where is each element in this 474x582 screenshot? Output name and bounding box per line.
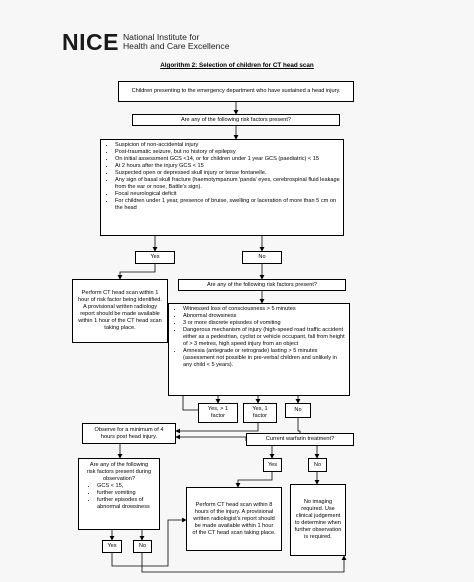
risk-factor-1-item: Suspected open or depressed skull injury…	[115, 170, 341, 177]
no-box-2: No	[285, 403, 311, 418]
yes-1-factor-label: Yes, 1 factor	[252, 406, 268, 419]
risk-factor-1-item: Any sign of basal skull fracture (haemot…	[115, 177, 341, 191]
no-box-3: No	[308, 458, 327, 472]
no-imaging-text: No imaging required. Use clinical judgem…	[294, 499, 342, 540]
connector-yes3-ct2	[235, 472, 273, 488]
observation-risk-list: GCS < 15, further vomiting further episo…	[81, 483, 157, 511]
risk-factor-2-item: 3 or more discrete episodes of vomiting	[183, 320, 347, 327]
yes-more-than-1-factor-box: Yes, > 1 factor	[198, 403, 238, 423]
logo-org-line2: Health and Care Excellence	[122, 41, 230, 51]
question-2-box: Are any of the following risk factors pr…	[178, 279, 346, 291]
risk-factor-1-item: Suspicion of non-accidental injury	[115, 142, 341, 149]
ct-scan-1-hour-box: Perform CT head scan within 1 hour of ri…	[72, 279, 168, 343]
no-box-4: No	[133, 540, 152, 553]
observe-box: Observe for a minimum of 4 hours post he…	[82, 423, 176, 444]
yes-more-than-1-factor-label: Yes, > 1 factor	[207, 406, 229, 419]
no-box-1: No	[242, 251, 282, 264]
nice-logo: NICE National Institute for Health and C…	[62, 30, 229, 54]
no-label-4: No	[138, 543, 147, 549]
risk-factor-1-item: Post-traumatic seizure, but no history o…	[115, 149, 341, 156]
observe-text: Observe for a minimum of 4 hours post he…	[94, 426, 164, 440]
yes-label-1: Yes	[150, 254, 160, 260]
no-label-2: No	[294, 407, 302, 413]
warfarin-box: Current warfarin treatment?	[246, 433, 354, 446]
question-1-box: Are any of the following risk factors pr…	[132, 114, 340, 126]
risk-factors-1-list: Suspicion of non-accidental injury Post-…	[103, 142, 341, 212]
observation-risk-item: GCS < 15,	[97, 483, 157, 490]
risk-factors-2-box: Witnessed loss of consciousness > 5 minu…	[168, 303, 350, 396]
risk-factors-1-box: Suspicion of non-accidental injury Post-…	[100, 139, 344, 236]
no-label-3: No	[313, 461, 322, 468]
connector-warfarin-observe	[175, 434, 247, 441]
risk-factor-2-item: Witnessed loss of consciousness > 5 minu…	[183, 306, 347, 313]
yes-1-factor-box: Yes, 1 factor	[243, 403, 277, 423]
risk-factor-2-item: Abnormal drowsiness	[183, 313, 347, 320]
warfarin-text: Current warfarin treatment?	[265, 436, 335, 442]
question-1-text: Are any of the following risk factors pr…	[180, 116, 292, 123]
risk-factors-2-list: Witnessed loss of consciousness > 5 minu…	[171, 306, 347, 369]
connector-yes1-observe	[175, 423, 259, 434]
yes-box-3: Yes	[263, 458, 282, 472]
yes-label-4: Yes	[107, 543, 117, 549]
risk-factor-1-item: For children under 1 year, presence of b…	[115, 198, 341, 212]
yes-box-4: Yes	[102, 540, 122, 553]
observation-risk-box: Are any of the following risk factors pr…	[78, 458, 160, 530]
logo-org-line1: National Institute for	[122, 32, 200, 42]
yes-label-3: Yes	[267, 461, 278, 468]
yes-box-1: Yes	[135, 251, 175, 264]
risk-factor-2-item: Dangerous mechanism of injury (high-spee…	[183, 327, 347, 348]
observation-risk-item: further episodes of abnormal drowsiness	[97, 497, 157, 511]
connector-yes-ct1	[117, 264, 156, 280]
algorithm-title: Algorithm 2: Selection of children for C…	[160, 62, 314, 69]
no-label-1: No	[258, 254, 266, 260]
connector-no4-noimg	[141, 553, 347, 573]
connector-yes4-ct2	[111, 517, 187, 567]
no-imaging-box: No imaging required. Use clinical judgem…	[290, 484, 346, 556]
observation-risk-title: Are any of the following risk factors pr…	[86, 462, 152, 482]
start-box: Children presenting to the emergency dep…	[118, 81, 354, 102]
risk-factor-1-item: At 2 hours after the injury GCS < 15	[115, 163, 341, 170]
question-2-text: Are any of the following risk factors pr…	[206, 281, 318, 288]
logo-org-name: National Institute for Health and Care E…	[123, 33, 230, 51]
ct-scan-8-hours-text: Perform CT head scan within 8 hours of t…	[192, 501, 276, 536]
risk-factor-1-item: Focal neurological deficit	[115, 191, 341, 198]
start-text: Children presenting to the emergency dep…	[131, 88, 341, 94]
logo-mark: NICE	[62, 29, 119, 55]
observation-risk-item: further vomiting	[97, 490, 157, 497]
ct-scan-8-hours-box: Perform CT head scan within 8 hours of t…	[186, 487, 282, 551]
risk-factor-2-item: Amnesia (antegrade or retrograde) lastin…	[183, 348, 347, 369]
ct-scan-1-hour-text: Perform CT head scan within 1 hour of ri…	[78, 290, 162, 331]
risk-factor-1-item: On initial assessment GCS <14, or for ch…	[115, 156, 341, 163]
